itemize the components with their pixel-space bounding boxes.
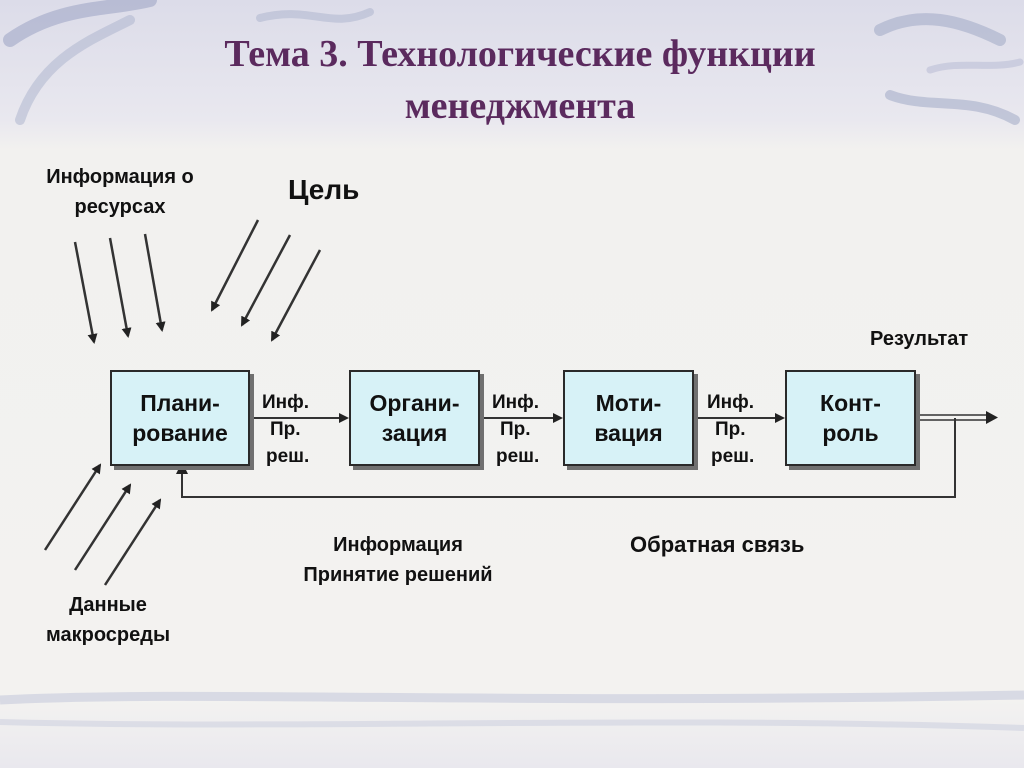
- organization-line-1: Органи-: [369, 390, 460, 416]
- result-label: Результат: [870, 328, 969, 350]
- flow-label-2-info: Инф.: [492, 392, 540, 413]
- flow-label-3-pr: Пр.: [715, 419, 746, 440]
- goal-input-arrows: [210, 219, 322, 342]
- organization-box: Органи- зация: [349, 370, 480, 466]
- resource-input-arrows: [73, 233, 166, 344]
- motivation-line-2: вация: [594, 420, 663, 446]
- control-line-2: роль: [822, 420, 879, 446]
- feedback-loop: [176, 418, 956, 498]
- flow-label-2-pr: Пр.: [500, 419, 531, 440]
- flow-label-1-pr: Пр.: [270, 419, 301, 440]
- feedback-info-label: Информация Принятие решений: [268, 530, 528, 590]
- macro-input-arrows: [43, 463, 162, 586]
- flow-label-3: Инф. Пр. реш.: [707, 389, 754, 470]
- goal-label: Цель: [288, 174, 360, 205]
- control-box: Конт- роль: [785, 370, 916, 466]
- flow-label-2-resh: реш.: [496, 446, 540, 467]
- flow-label-2: Инф. Пр. реш.: [492, 389, 539, 470]
- flow-label-3-info: Инф.: [707, 392, 755, 413]
- planning-line-2: рование: [132, 420, 228, 446]
- macro-data-line-1: Данные: [69, 594, 147, 616]
- flow-label-1-resh: реш.: [266, 446, 310, 467]
- flow-label-1-info: Инф.: [262, 392, 310, 413]
- control-line-1: Конт-: [820, 390, 881, 416]
- motivation-box: Моти- вация: [563, 370, 694, 466]
- motivation-line-1: Моти-: [595, 390, 662, 416]
- feedback-label: Обратная связь: [630, 532, 805, 557]
- flow-label-1: Инф. Пр. реш.: [262, 389, 309, 470]
- organization-line-2: зация: [381, 420, 448, 446]
- resources-info-label: Информация о ресурсах: [20, 162, 220, 222]
- planning-box: Плани- рование: [110, 370, 250, 466]
- title-line-2: менеджмента: [404, 85, 636, 127]
- planning-line-1: Плани-: [140, 390, 220, 416]
- slide-title: Тема 3. Технологические функции менеджме…: [120, 28, 920, 132]
- resources-info-line-2: ресурсах: [74, 196, 166, 218]
- result-arrow: [914, 411, 998, 424]
- title-line-1: Тема 3. Технологические функции: [224, 33, 816, 75]
- feedback-info-line-2: Принятие решений: [303, 564, 493, 586]
- resources-info-line-1: Информация о: [46, 166, 194, 188]
- macro-data-line-2: макросреды: [45, 624, 171, 646]
- flow-label-3-resh: реш.: [711, 446, 755, 467]
- feedback-info-line-1: Информация: [333, 534, 463, 556]
- macro-data-label: Данные макросреды: [18, 590, 198, 650]
